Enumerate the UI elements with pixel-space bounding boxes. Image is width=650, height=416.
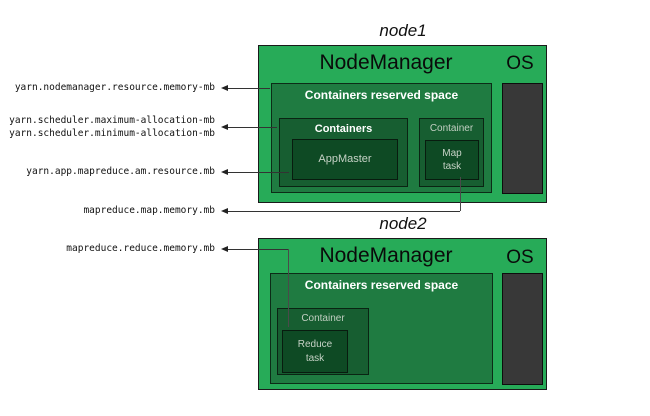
node1-title: node1 (379, 21, 427, 40)
node2-nodemanager-label: NodeManager (319, 244, 453, 267)
node1-os-memory-bar (502, 83, 543, 194)
node2-container-box: Container Reduce task (277, 308, 369, 375)
node2-reduce-task-box: Reduce task (282, 330, 348, 373)
node1-container-box: Container Map task (419, 118, 484, 187)
node1-containers-box: Containers AppMaster (279, 118, 408, 187)
node1-containers-label: Containers (314, 123, 373, 135)
node1-container-label: Container (429, 123, 474, 134)
arrow-line-am-resource (228, 172, 289, 173)
config-label-nodemanager-resource-memory: yarn.nodemanager.resource.memory-mb (14, 82, 215, 93)
node1-appmaster-box: AppMaster (292, 139, 398, 180)
arrow-head-scheduler-allocation (221, 124, 228, 130)
arrow-head-am-resource (221, 169, 228, 175)
node1-nodemanager-label: NodeManager (319, 51, 453, 74)
config-label-scheduler-maximum-allocation: yarn.scheduler.maximum-allocation-mb (9, 115, 215, 126)
arrow-line-map-memory (228, 211, 460, 212)
config-label-map-memory: mapreduce.map.memory.mb (83, 205, 215, 216)
node2-reserved-space-label: Containers reserved space (304, 278, 459, 292)
config-label-am-resource: yarn.app.mapreduce.am.resource.mb (26, 166, 215, 177)
arrow-head-reduce-memory (221, 246, 228, 252)
node1-box: NodeManager OS Containers reserved space… (258, 45, 547, 203)
node2-title: node2 (379, 214, 427, 233)
node1-os-label: OS (506, 53, 534, 74)
node2-containers-reserved-space: Containers reserved space Container Redu… (270, 273, 493, 384)
connector-vertical-reduce-memory (288, 249, 289, 327)
node2-os-label: OS (506, 247, 534, 268)
node1-reserved-space-label: Containers reserved space (304, 88, 459, 102)
arrow-head-nodemanager-resource-memory (221, 85, 228, 91)
arrow-head-map-memory (221, 208, 228, 214)
node2-container-label: Container (301, 313, 345, 324)
node1-containers-reserved-space: Containers reserved space Containers App… (271, 83, 492, 193)
arrow-line-nodemanager-resource-memory (228, 88, 270, 89)
node2-box: NodeManager OS Containers reserved space… (258, 238, 547, 390)
config-label-reduce-memory: mapreduce.reduce.memory.mb (66, 243, 215, 254)
node2-os-memory-bar (502, 273, 543, 385)
node1-map-task-box: Map task (425, 140, 479, 180)
arrow-line-reduce-memory (228, 249, 288, 250)
config-label-scheduler-minimum-allocation: yarn.scheduler.minimum-allocation-mb (9, 128, 215, 139)
connector-vertical-map-memory (460, 177, 461, 211)
arrow-line-scheduler-allocation (228, 127, 277, 128)
